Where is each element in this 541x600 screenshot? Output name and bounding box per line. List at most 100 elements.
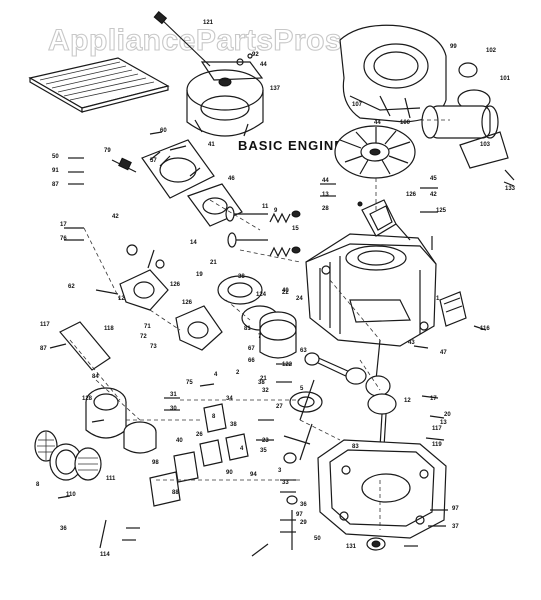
breather-cover xyxy=(439,291,467,327)
part-label: 1 xyxy=(436,296,440,302)
part-label: 32 xyxy=(262,388,269,394)
part-label: 87 xyxy=(40,346,47,352)
part-label: 102 xyxy=(486,48,497,54)
part-label: 81 xyxy=(244,326,251,332)
part-label: 23 xyxy=(262,438,269,444)
part-label: 20 xyxy=(444,412,451,418)
part-label: 114 xyxy=(100,552,110,558)
part-label: 62 xyxy=(68,284,75,290)
part-label: 43 xyxy=(408,340,415,346)
part-label: 126 xyxy=(182,300,193,306)
part-label: 75 xyxy=(186,380,193,386)
part-label: 107 xyxy=(352,102,363,108)
part-label: 126 xyxy=(406,192,417,198)
part-label: 87 xyxy=(52,182,59,188)
part-label: 118 xyxy=(104,326,114,332)
part-label: 12 xyxy=(404,398,411,404)
part-label: 122 xyxy=(282,362,293,368)
part-label: 116 xyxy=(480,326,490,332)
part-label: 38 xyxy=(258,380,265,386)
part-label: 67 xyxy=(248,346,255,352)
fasteners xyxy=(49,131,515,557)
part-label: 3 xyxy=(278,468,282,474)
part-label: 100 xyxy=(400,120,411,126)
part-label: 36 xyxy=(300,502,307,508)
part-label: 50 xyxy=(314,536,321,542)
part-label: 101 xyxy=(500,76,511,82)
part-label: 119 xyxy=(432,442,442,448)
part-label: 92 xyxy=(252,52,259,58)
part-label: 22 xyxy=(282,290,289,296)
part-label: 8 xyxy=(212,414,216,420)
spark-plug xyxy=(111,157,137,173)
part-label: 46 xyxy=(228,176,235,182)
part-label: 60 xyxy=(160,128,167,134)
part-label: 19 xyxy=(196,272,203,278)
valves-and-springs xyxy=(225,206,301,258)
part-label: 5 xyxy=(300,386,304,392)
part-label: 57 xyxy=(150,158,157,164)
air-filter-cover xyxy=(74,447,102,481)
part-label: 83 xyxy=(352,444,359,450)
part-label: 13 xyxy=(322,192,329,198)
part-label: 71 xyxy=(144,324,151,330)
part-number-labels: 121 92 44 137 99 102 101 107 103 44 100 … xyxy=(36,20,516,558)
part-label: 2 xyxy=(236,370,240,376)
part-label: 131 xyxy=(346,544,357,550)
piston xyxy=(259,311,297,359)
part-label: 76 xyxy=(60,236,67,242)
rewind-starter-assembly xyxy=(153,11,264,137)
part-label: 98 xyxy=(152,460,159,466)
part-label: 97 xyxy=(452,506,459,512)
part-label: 47 xyxy=(440,350,447,356)
part-label: 28 xyxy=(322,206,329,212)
part-label: 35 xyxy=(260,448,267,454)
cylinder-head xyxy=(141,139,215,199)
cylinder-block xyxy=(305,233,437,347)
part-label: 42 xyxy=(112,214,119,220)
part-label: 38 xyxy=(238,274,245,280)
part-label: 27 xyxy=(276,404,283,410)
part-label: 111 xyxy=(106,476,116,482)
part-label: 31 xyxy=(170,392,177,398)
part-label: 128 xyxy=(82,396,93,402)
part-label: 17 xyxy=(430,396,437,402)
part-label: 12 xyxy=(118,296,125,302)
part-label: 90 xyxy=(226,470,233,476)
part-label: 66 xyxy=(248,358,255,364)
part-label: 99 xyxy=(450,44,457,50)
part-label: 34 xyxy=(226,396,233,402)
part-label: 30 xyxy=(170,406,177,412)
part-label: 29 xyxy=(300,520,307,526)
part-label: 50 xyxy=(52,154,59,160)
part-label: 121 xyxy=(203,20,214,26)
part-label: 11 xyxy=(262,204,269,210)
part-label: 45 xyxy=(430,176,437,182)
governor-parts xyxy=(59,321,249,507)
part-label: 9 xyxy=(274,208,278,214)
part-label: 4 xyxy=(214,372,218,378)
crankcase-sump xyxy=(317,439,447,539)
connecting-rod xyxy=(304,352,367,385)
part-label: 8 xyxy=(36,482,40,488)
part-label: 117 xyxy=(40,322,50,328)
part-label: 91 xyxy=(52,168,59,174)
part-label: 79 xyxy=(104,148,111,154)
head-gasket xyxy=(187,183,243,227)
part-label: 117 xyxy=(432,426,442,432)
oil-seal xyxy=(283,452,298,550)
part-label: 13 xyxy=(440,420,447,426)
part-label: 14 xyxy=(190,240,197,246)
part-label: 84 xyxy=(92,374,99,380)
part-label: 21 xyxy=(210,260,217,266)
part-label: 37 xyxy=(452,524,459,530)
part-label: 124 xyxy=(256,292,267,298)
diagram-title: BASIC ENGINE xyxy=(238,138,344,153)
part-label: 44 xyxy=(322,178,329,184)
part-label: 42 xyxy=(430,192,437,198)
ignition-armature xyxy=(357,199,411,241)
carburetor-assembly xyxy=(95,244,223,351)
part-label: 97 xyxy=(296,512,303,518)
part-label: 94 xyxy=(250,472,257,478)
